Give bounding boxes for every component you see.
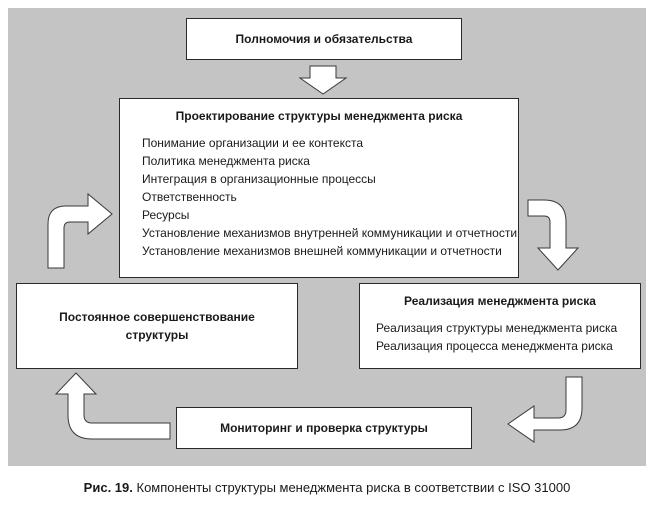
authority-commitment-label: Полномочия и обязательства [235, 32, 413, 46]
figure-caption: Рис. 19. Компоненты структуры менеджмент… [0, 480, 654, 495]
figure-number: Рис. 19. [83, 480, 133, 495]
implementation-list: Реализация структуры менеджмента риска Р… [376, 319, 617, 355]
implementation-title: Реализация менеджмента риска [404, 294, 596, 308]
continual-improvement-line1: Постоянное совершенствование [59, 310, 255, 324]
list-item: Политика менеджмента риска [142, 154, 310, 168]
list-item: Понимание организации и ее контекста [142, 136, 364, 150]
monitoring-review-label: Мониторинг и проверка структуры [220, 421, 428, 435]
framework-design-list: Понимание организации и ее контекста Пол… [142, 134, 517, 260]
framework-design-title: Проектирование структуры менеджмента рис… [175, 109, 463, 123]
authority-commitment-box: Полномочия и обязательства [186, 18, 462, 60]
continual-improvement-line2: структуры [125, 328, 189, 342]
implementation-box: Реализация менеджмента риска Реализация … [359, 283, 641, 369]
list-item: Установление механизмов внешней коммуник… [142, 244, 502, 258]
list-item: Ресурсы [142, 208, 190, 222]
list-item: Установление механизмов внутренней комму… [142, 226, 518, 240]
continual-improvement-box: Постоянное совершенствование структуры [16, 283, 298, 369]
monitoring-review-box: Мониторинг и проверка структуры [176, 407, 472, 449]
figure-caption-text: Компоненты структуры менеджмента риска в… [136, 480, 571, 495]
list-item: Реализация структуры менеджмента риска [376, 321, 618, 335]
list-item: Реализация процесса менеджмента риска [376, 339, 613, 353]
list-item: Ответственность [142, 190, 237, 204]
list-item: Интеграция в организационные процессы [142, 172, 376, 186]
framework-design-box: Проектирование структуры менеджмента рис… [119, 98, 519, 278]
